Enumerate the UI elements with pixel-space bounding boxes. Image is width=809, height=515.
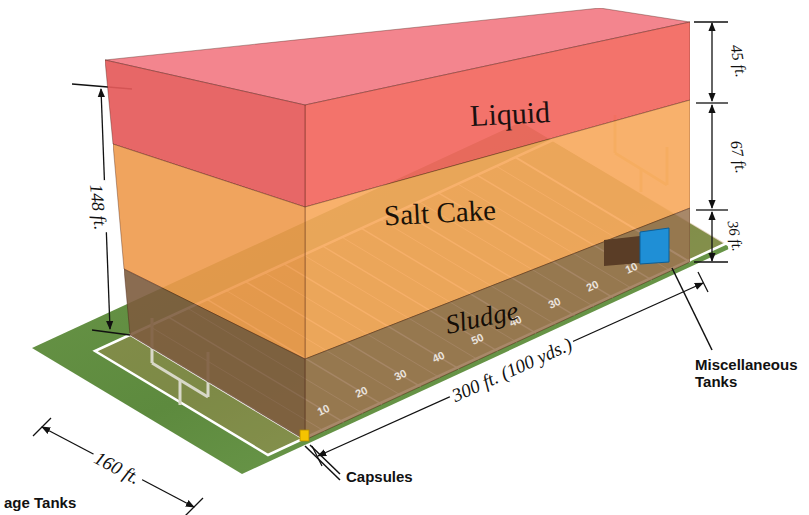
callout-label: Capsules	[346, 468, 413, 485]
callout-label: Miscellaneous Tanks	[695, 356, 805, 391]
dimension-right	[694, 22, 728, 262]
dimension-label: 67 ft.	[726, 136, 751, 177]
label-holder: age Tanks	[4, 494, 76, 512]
misc-tank-box	[640, 228, 669, 264]
callout-label: age Tanks	[4, 494, 76, 511]
leader-line	[305, 446, 340, 480]
dimension-label: 160 ft.	[88, 446, 146, 491]
dimension-label: 45 ft.	[726, 40, 751, 81]
label-holder: Miscellaneous Tanks	[695, 356, 805, 391]
capsule-box	[300, 430, 309, 441]
leader-line	[672, 268, 712, 350]
band-face	[305, 100, 690, 359]
label-holder: 148 ft.	[85, 180, 111, 234]
layer-label: Liquid	[469, 95, 551, 133]
label-holder: 45 ft.	[726, 40, 751, 81]
label-holder: 67 ft.	[726, 136, 751, 177]
leader-line	[310, 445, 340, 474]
band-face	[305, 208, 690, 440]
label-holder: 160 ft.	[88, 446, 146, 491]
layer-label: Salt Cake	[383, 194, 497, 233]
dimension-label: 148 ft.	[85, 180, 111, 234]
band-face	[124, 269, 305, 440]
label-holder: Capsules	[346, 468, 413, 486]
